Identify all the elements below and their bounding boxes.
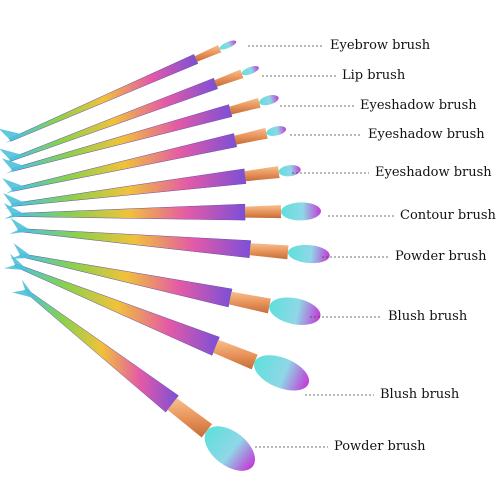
brush-ferrule — [214, 69, 244, 87]
label-eyeshadow-brush-2: Eyeshadow brush — [368, 127, 485, 142]
tail-fin — [12, 279, 37, 299]
label-powder-brush-1: Powder brush — [395, 249, 487, 264]
brush-bristles — [254, 355, 310, 391]
brush-ferrule — [244, 205, 282, 219]
tail-fin — [0, 148, 24, 164]
brush-bristles — [266, 126, 287, 136]
label-eyeshadow-brush-1: Eyeshadow brush — [360, 98, 477, 113]
brush — [3, 253, 310, 391]
tail-fin — [0, 128, 23, 144]
tail-fin — [3, 203, 26, 219]
tail-fin — [3, 193, 26, 209]
tail-fin — [9, 218, 32, 234]
brush — [9, 218, 330, 264]
brush-bristles — [259, 95, 279, 106]
tail-fin — [10, 243, 34, 259]
brush-ferrule — [234, 127, 268, 145]
brush — [0, 40, 237, 144]
brush-bristles — [278, 165, 301, 177]
brush-ferrule — [213, 339, 258, 370]
label-contour-brush: Contour brush — [400, 208, 496, 223]
label-powder-brush-2: Powder brush — [334, 439, 426, 454]
label-eyebrow-brush: Eyebrow brush — [330, 38, 431, 53]
tail-fin — [3, 253, 28, 271]
brush-handle — [17, 228, 252, 259]
brush — [3, 202, 321, 221]
brush-bristles — [280, 202, 321, 221]
brush — [3, 165, 301, 209]
tail-fin — [2, 178, 26, 194]
leader-lines — [248, 45, 394, 448]
brush-bristles — [287, 244, 330, 264]
brush-ferrule — [194, 44, 222, 62]
brush — [0, 66, 259, 164]
label-blush-brush-2: Blush brush — [380, 387, 460, 402]
brush-handle — [11, 168, 247, 207]
brush-ferrule — [167, 397, 213, 438]
brush-ferrule — [228, 291, 271, 314]
brush-bristles — [219, 40, 237, 50]
brush-ferrule — [244, 166, 280, 182]
brush-bristles — [269, 297, 321, 325]
label-lip-brush: Lip brush — [342, 68, 406, 83]
brush-ferrule — [249, 243, 289, 260]
brush-bristles — [241, 66, 259, 76]
brush-handle — [23, 288, 179, 413]
brush — [1, 95, 279, 174]
brush — [10, 243, 321, 325]
tail-fin — [1, 158, 26, 174]
brush-handle — [11, 203, 246, 221]
brush-bristles — [204, 426, 255, 471]
brush — [2, 126, 287, 194]
label-eyeshadow-brush-3: Eyeshadow brush — [375, 165, 492, 180]
label-blush-brush-1: Blush brush — [388, 309, 468, 324]
brush-group — [0, 40, 330, 471]
brush-ferrule — [229, 97, 261, 115]
brush — [12, 279, 255, 471]
